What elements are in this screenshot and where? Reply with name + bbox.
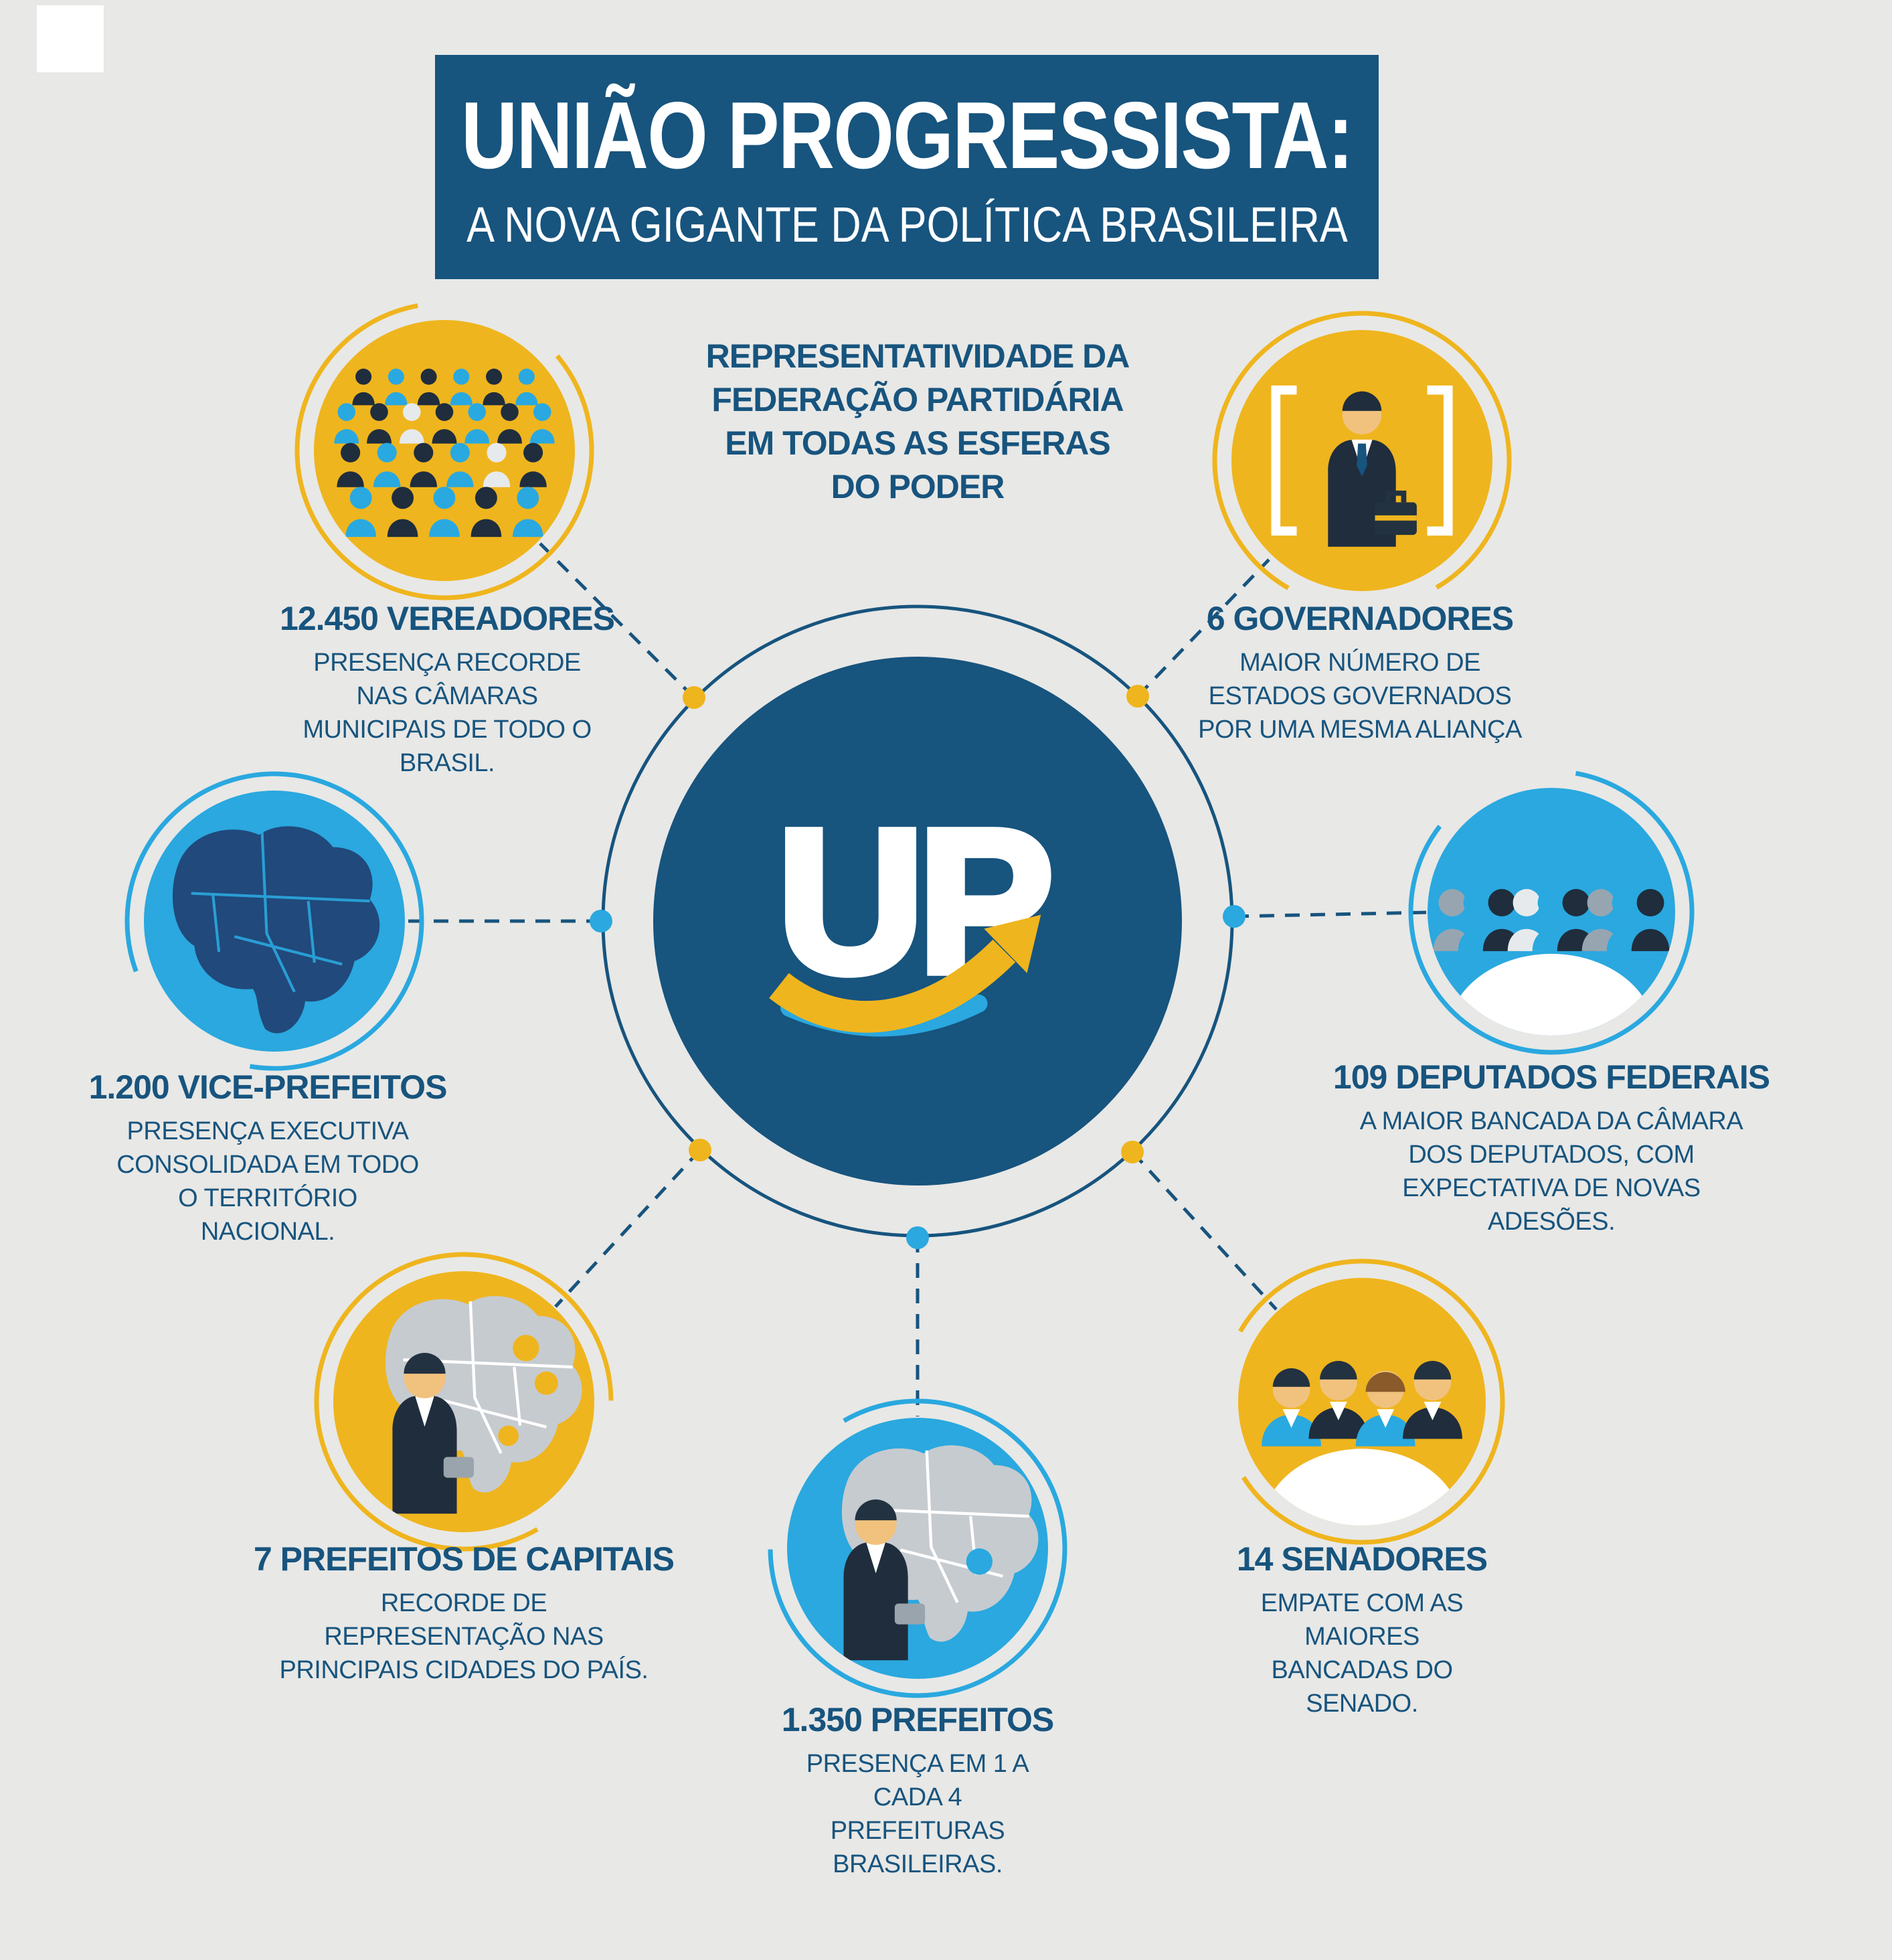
stat-title-prefeitos-de-capitais: 7 PREFEITOS DE CAPITAIS [253,1540,675,1578]
stat-title-vereadores: 12.450 VEREADORES [280,600,615,637]
stat-title-senadores: 14 SENADORES [1236,1540,1488,1578]
stat-description-prefeitos-de-capitais: RECORDE DE REPRESENTAÇÃO NAS PRINCIPAIS … [279,1589,649,1685]
satellite-arcs [124,301,1695,1698]
crowd-icon [334,368,555,538]
dashed-connectors [406,542,1427,1416]
stat-description-prefeitos: PRESENÇA EM 1 A CADA 4 PREFEITURAS BRASI… [806,1750,1029,1879]
logo-arrow-head [984,914,1041,973]
stat-circle-prefeitos [787,1418,1048,1679]
intro-text: REPRESENTATIVIDADE DA FEDERAÇÃO PARTIDÁR… [705,337,1130,505]
stat-description-governadores: MAIOR NÚMERO DE ESTADOS GOVERNADOS POR U… [1198,649,1522,744]
stat-circle-vereadores [314,320,575,581]
stat-description-senadores: EMPATE COM AS MAIORES BANCADAS DO SENADO… [1260,1589,1464,1718]
stat-prefeitos: 1.350 PREFEITOS PRESENÇA EM 1 A CADA 4 P… [650,1700,1185,1882]
up-logo: UP [769,783,1059,1037]
connector-dots [590,685,1245,1249]
up-logo-text: UP [777,787,1049,1015]
stat-governadores: 6 GOVERNADORES MAIOR NÚMERO DE ESTADOS G… [1092,599,1628,746]
stat-vice-prefeitos: 1.200 VICE-PREFEITOS PRESENÇA EXECUTIVA … [0,1068,535,1249]
stat-circle-prefeitos-de-capitais [333,1271,594,1532]
stat-description-deputados-federais: A MAIOR BANCADA DA CÂMARA DOS DEPUTADOS,… [1359,1107,1743,1236]
stat-senadores: 14 SENADORES EMPATE COM AS MAIORES BANCA… [1094,1540,1630,1721]
stat-deputados-federais: 109 DEPUTADOS FEDERAIS A MAIOR BANCADA D… [1284,1058,1819,1239]
parliament-group-icon [1433,889,1670,1036]
senators-group-icon [1262,1360,1462,1526]
stat-description-vereadores: PRESENÇA RECORDE NAS CÂMARAS MUNICIPAIS … [303,649,592,778]
stat-circle-senadores [1238,1278,1486,1526]
stat-vereadores: 12.450 VEREADORES PRESENÇA RECORDE NAS C… [179,599,715,781]
stat-title-governadores: 6 GOVERNADORES [1206,600,1514,637]
brazil-map-icon [172,826,380,1034]
corner-artifact [37,5,104,72]
stat-title-prefeitos: 1.350 PREFEITOS [781,1701,1054,1738]
logo-arrow-shaft [769,939,1016,1033]
stat-title-vice-prefeitos: 1.200 VICE-PREFEITOS [88,1068,448,1106]
stat-prefeitos-de-capitais: 7 PREFEITOS DE CAPITAIS RECORDE DE REPRE… [196,1540,732,1687]
governor-icon [1271,385,1453,547]
mayor-capitals-icon [385,1296,582,1514]
stat-title-deputados-federais: 109 DEPUTADOS FEDERAIS [1332,1058,1770,1096]
infographic-title: UNIÃO PROGRESSISTA: [461,82,1353,189]
stat-circle-governadores [1231,330,1492,591]
stat-circle-deputados-federais [1428,788,1675,1036]
mayor-map-icon [841,1445,1039,1661]
up-logo-circle: UP [653,657,1182,1186]
infographic-subtitle: A NOVA GIGANTE DA POLÍTICA BRASILEIRA [466,197,1348,252]
stat-description-vice-prefeitos: PRESENÇA EXECUTIVA CONSOLIDADA EM TODO O… [116,1117,419,1246]
header-banner: UNIÃO PROGRESSISTA: A NOVA GIGANTE DA PO… [435,55,1379,279]
stat-circle-vice-prefeitos [144,791,405,1052]
